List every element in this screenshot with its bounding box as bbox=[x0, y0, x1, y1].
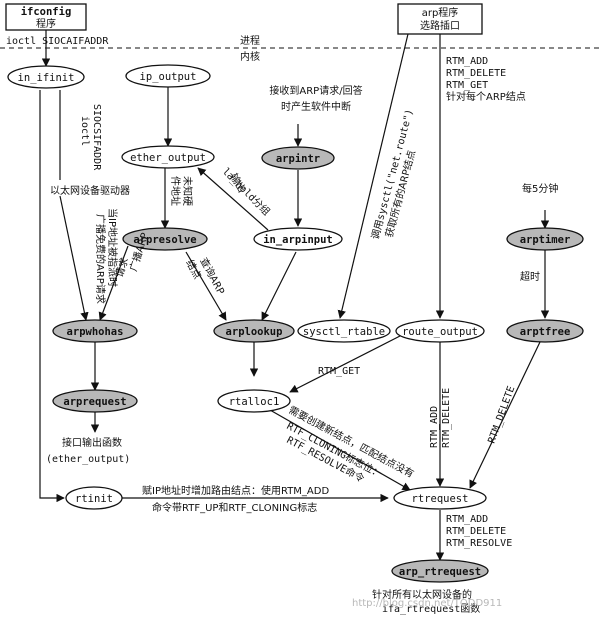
watermark: http://blog.csdn.net/TODD911 bbox=[352, 598, 502, 609]
node-arptimer: arptimer bbox=[506, 227, 584, 251]
node-arplookup: arplookup bbox=[213, 319, 295, 343]
arp-title: arp程序 bbox=[422, 6, 459, 19]
label-iface-out-2: (ether_output) bbox=[46, 454, 130, 465]
node-route-output: route_output bbox=[395, 319, 485, 343]
node-rtinit: rtinit bbox=[65, 486, 123, 510]
label-rtm-get: RTM_GET bbox=[318, 366, 360, 377]
svg-text:arptfree: arptfree bbox=[520, 326, 571, 338]
node-arprequest: arprequest bbox=[52, 389, 138, 413]
label-interrupt-2: 时产生软件中断 bbox=[281, 100, 351, 113]
node-in-ifinit: in_ifinit bbox=[7, 65, 85, 89]
svg-text:in_ifinit: in_ifinit bbox=[18, 72, 75, 84]
label-ioctl-top: ioctl SIOCAIFADDR bbox=[6, 36, 109, 47]
label-iface-out-1: 接口输出函数 bbox=[62, 436, 122, 449]
label-add-del-1: RTM_ADD bbox=[429, 406, 440, 448]
label-add-del-2: RTM_DELETE bbox=[441, 388, 452, 448]
arp-subtitle: 选路插口 bbox=[420, 19, 460, 32]
node-arpintr: arpintr bbox=[261, 146, 335, 170]
node-arpresolve: arpresolve bbox=[122, 227, 208, 251]
label-process: 进程 bbox=[240, 35, 260, 47]
label-foot-1: 针对所有以太网设备的 bbox=[372, 588, 472, 601]
svg-text:in_arpinput: in_arpinput bbox=[263, 234, 333, 246]
svg-text:ip_output: ip_output bbox=[140, 71, 197, 83]
edge-arpresolve-arplookup bbox=[185, 251, 227, 321]
edge-routeoutput-rtalloc1 bbox=[289, 335, 401, 393]
svg-text:ether_output: ether_output bbox=[130, 152, 206, 164]
edge-ifinit-rtinit bbox=[39, 90, 65, 503]
label-rtm-arp-2: RTM_GET bbox=[446, 80, 488, 91]
label-eth-driver: 以太网设备驱动器 bbox=[50, 184, 130, 197]
label-ioctl-side-1: SIOCSIFADDR bbox=[91, 104, 102, 171]
node-rtalloc1: rtalloc1 bbox=[217, 389, 291, 413]
label-rtinit-2: 命令带RTF_UP和RTF_CLONING标志 bbox=[152, 501, 317, 514]
node-arptfree: arptfree bbox=[506, 319, 584, 343]
ifconfig-title: ifconfig bbox=[21, 6, 72, 18]
label-rtm-delete: RTM_DELETE bbox=[486, 385, 517, 445]
node-ip-output: ip_output bbox=[125, 64, 211, 88]
label-interrupt-1: 接收到ARP请求/回答 bbox=[269, 84, 362, 97]
node-rtrequest: rtrequest bbox=[393, 486, 487, 510]
svg-text:sysctl_rtable: sysctl_rtable bbox=[303, 326, 385, 338]
svg-text:arptimer: arptimer bbox=[520, 234, 571, 246]
label-rtm-bottom-1: RTM_DELETE bbox=[446, 526, 506, 537]
label-kernel: 内核 bbox=[240, 50, 260, 63]
edges bbox=[39, 30, 550, 561]
svg-text:route_output: route_output bbox=[402, 326, 478, 338]
edge-inarpinput-etheroutput bbox=[197, 167, 269, 231]
svg-text:arpresolve: arpresolve bbox=[133, 234, 196, 246]
svg-text:rtinit: rtinit bbox=[75, 493, 113, 505]
svg-text:arprequest: arprequest bbox=[63, 396, 126, 408]
edge-arp-sysctl bbox=[337, 33, 409, 319]
label-every-5: 每5分钟 bbox=[522, 182, 558, 195]
node-arp-program: arp程序 选路插口 bbox=[397, 3, 483, 35]
label-rtm-arp-1: RTM_DELETE bbox=[446, 68, 506, 79]
svg-text:arp_rtrequest: arp_rtrequest bbox=[399, 566, 481, 578]
edge-rtalloc1-rtrequest bbox=[269, 409, 411, 491]
node-arpwhohas: arpwhohas bbox=[52, 319, 138, 343]
label-foot-2: ifa_rtrequest函数 bbox=[382, 602, 480, 615]
edge-arpresolve-arpwhohas bbox=[98, 245, 129, 321]
svg-text:rtalloc1: rtalloc1 bbox=[229, 396, 280, 408]
label-rtm-arp-0: RTM_ADD bbox=[446, 56, 488, 67]
node-arp-rtrequest: arp_rtrequest bbox=[391, 559, 489, 583]
label-no-hw-1: 未知硬 bbox=[181, 176, 194, 206]
label-rtinit-1: 赋IP地址时增加路由结点：使用RTM_ADD bbox=[142, 484, 329, 497]
svg-text:arpwhohas: arpwhohas bbox=[67, 326, 124, 338]
label-output-2: la_hold分组 bbox=[220, 165, 273, 218]
svg-text:arpintr: arpintr bbox=[276, 153, 320, 165]
label-rtm-bottom-0: RTM_ADD bbox=[446, 514, 488, 525]
label-ioctl-side-2: ioctl bbox=[79, 116, 90, 146]
node-ifconfig: ifconfig 程序 bbox=[5, 3, 87, 31]
svg-text:rtrequest: rtrequest bbox=[412, 493, 469, 505]
label-ip-set-1: 当IP地址被指派时 bbox=[106, 208, 119, 287]
node-ether-output: ether_output bbox=[121, 145, 215, 169]
svg-text:arplookup: arplookup bbox=[226, 326, 283, 338]
label-rtm-bottom-2: RTM_RESOLVE bbox=[446, 538, 512, 549]
edge-inarpinput-arplookup bbox=[261, 251, 297, 321]
label-ip-set-2: 广播免费的ARP请求 bbox=[94, 214, 107, 304]
label-no-hw-2: 件地址 bbox=[169, 176, 182, 206]
node-in-arpinput: in_arpinput bbox=[253, 227, 343, 251]
edge-arptfree-rtrequest bbox=[469, 341, 541, 489]
ifconfig-subtitle: 程序 bbox=[36, 17, 56, 30]
label-timeout: 超时 bbox=[520, 270, 540, 283]
label-rtm-arp-3: 针对每个ARP结点 bbox=[446, 90, 526, 103]
node-sysctl-rtable: sysctl_rtable bbox=[297, 319, 391, 343]
edge-ifinit-arpwhohas bbox=[59, 195, 89, 321]
